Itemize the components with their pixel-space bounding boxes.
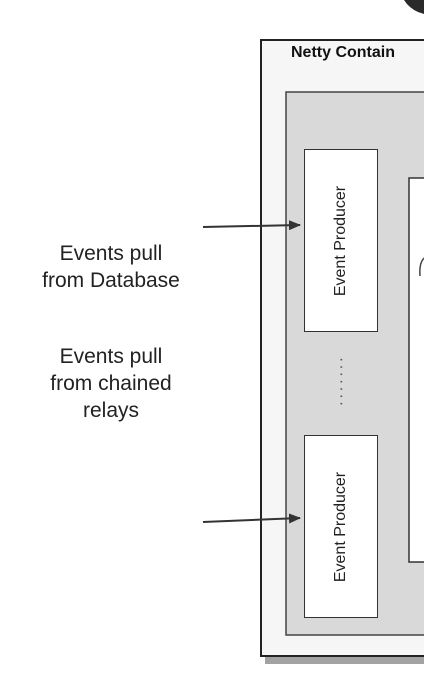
input-label-database: Events pull from Database (42, 242, 180, 292)
producer-ellipsis: ······· (333, 357, 350, 409)
event-producer-box: Event Producer (304, 149, 378, 332)
event-producer-label: Event Producer (332, 471, 349, 582)
arrow-database-to-producer (202, 220, 301, 231)
arrow-relays-to-producer (202, 513, 301, 524)
container-title: Netty Contain (291, 44, 395, 61)
partial-node-shape (404, 0, 424, 14)
event-producer-box: Event Producer (304, 435, 378, 618)
event-producer-label: Event Producer (332, 185, 349, 296)
partial-component-curve (419, 257, 424, 277)
partial-component-box (408, 177, 424, 563)
input-label-chained-relays: Events pull from chained relays (50, 345, 172, 422)
